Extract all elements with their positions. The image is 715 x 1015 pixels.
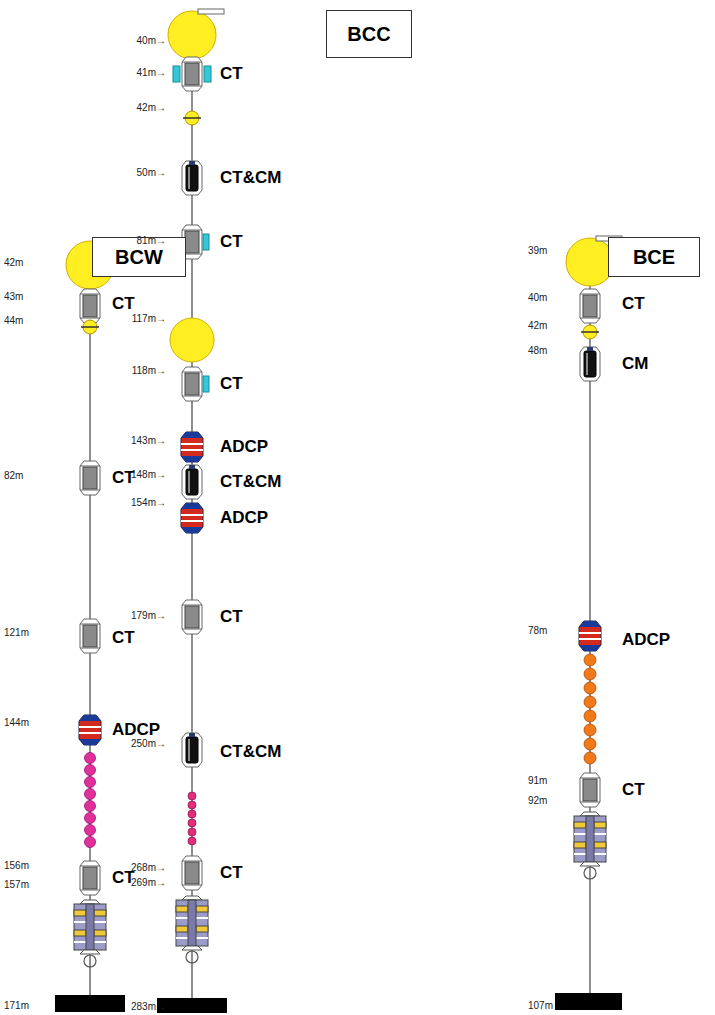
instrument-label: CT: [220, 864, 243, 883]
depth-label: 42m: [4, 257, 23, 268]
depth-label: 91m: [528, 775, 547, 786]
depth-label: 50m→: [137, 167, 166, 178]
instrument-label: CT&CM: [220, 473, 281, 492]
depth-label: 179m→: [131, 610, 166, 621]
instrument-label: CT: [220, 65, 243, 84]
depth-label: 42m→: [137, 102, 166, 113]
instrument-label: CT: [112, 295, 135, 314]
instrument-label: CT: [622, 295, 645, 314]
instrument-label: CT: [112, 629, 135, 648]
depth-label: 40m→: [137, 35, 166, 46]
site-name: BCE: [633, 246, 675, 269]
site-box: BCE: [608, 237, 700, 277]
depth-label: 148m→: [131, 469, 166, 480]
instrument-label: CT&CM: [220, 169, 281, 188]
depth-label: 82m: [4, 470, 23, 481]
site-name: BCW: [115, 246, 163, 269]
depth-label: 268m→: [131, 862, 166, 873]
depth-label: 43m: [4, 291, 23, 302]
depth-label: 42m: [528, 320, 547, 331]
depth-label: 157m: [4, 879, 29, 890]
depth-label: 40m: [528, 292, 547, 303]
depth-label: 143m→: [131, 435, 166, 446]
depth-label: 156m: [4, 860, 29, 871]
depth-label: 44m: [4, 315, 23, 326]
depth-label: 283m→: [131, 1001, 166, 1012]
depth-label: 41m→: [137, 67, 166, 78]
depth-label: 48m: [528, 345, 547, 356]
instrument-label: CT&CM: [220, 743, 281, 762]
depth-label: 81m→: [137, 235, 166, 246]
instrument-label: CT: [220, 375, 243, 394]
instrument-label: CT: [622, 781, 645, 800]
instrument-label: CT: [220, 608, 243, 627]
depth-label: 117m→: [132, 313, 166, 324]
depth-label: 39m: [528, 245, 547, 256]
depth-label: 154m→: [131, 497, 166, 508]
depth-label: 121m: [4, 627, 29, 638]
depth-label: 144m: [4, 717, 29, 728]
depth-label: 118m→: [132, 365, 166, 376]
depth-label: 107m: [528, 1000, 553, 1011]
depth-label: 92m: [528, 795, 547, 806]
depth-label: 171m: [4, 1000, 29, 1011]
depth-label: 250m→: [131, 738, 166, 749]
instrument-label: ADCP: [220, 509, 268, 528]
instrument-label: CT: [220, 233, 243, 252]
instrument-label: CM: [622, 355, 648, 374]
instrument-label: ADCP: [622, 631, 670, 650]
depth-label: 269m→: [131, 877, 166, 888]
instrument-label: ADCP: [220, 438, 268, 457]
instrument-label: ADCP: [112, 721, 160, 740]
site-name: BCC: [347, 23, 390, 46]
depth-label: 78m: [528, 625, 547, 636]
site-box: BCC: [326, 10, 412, 58]
